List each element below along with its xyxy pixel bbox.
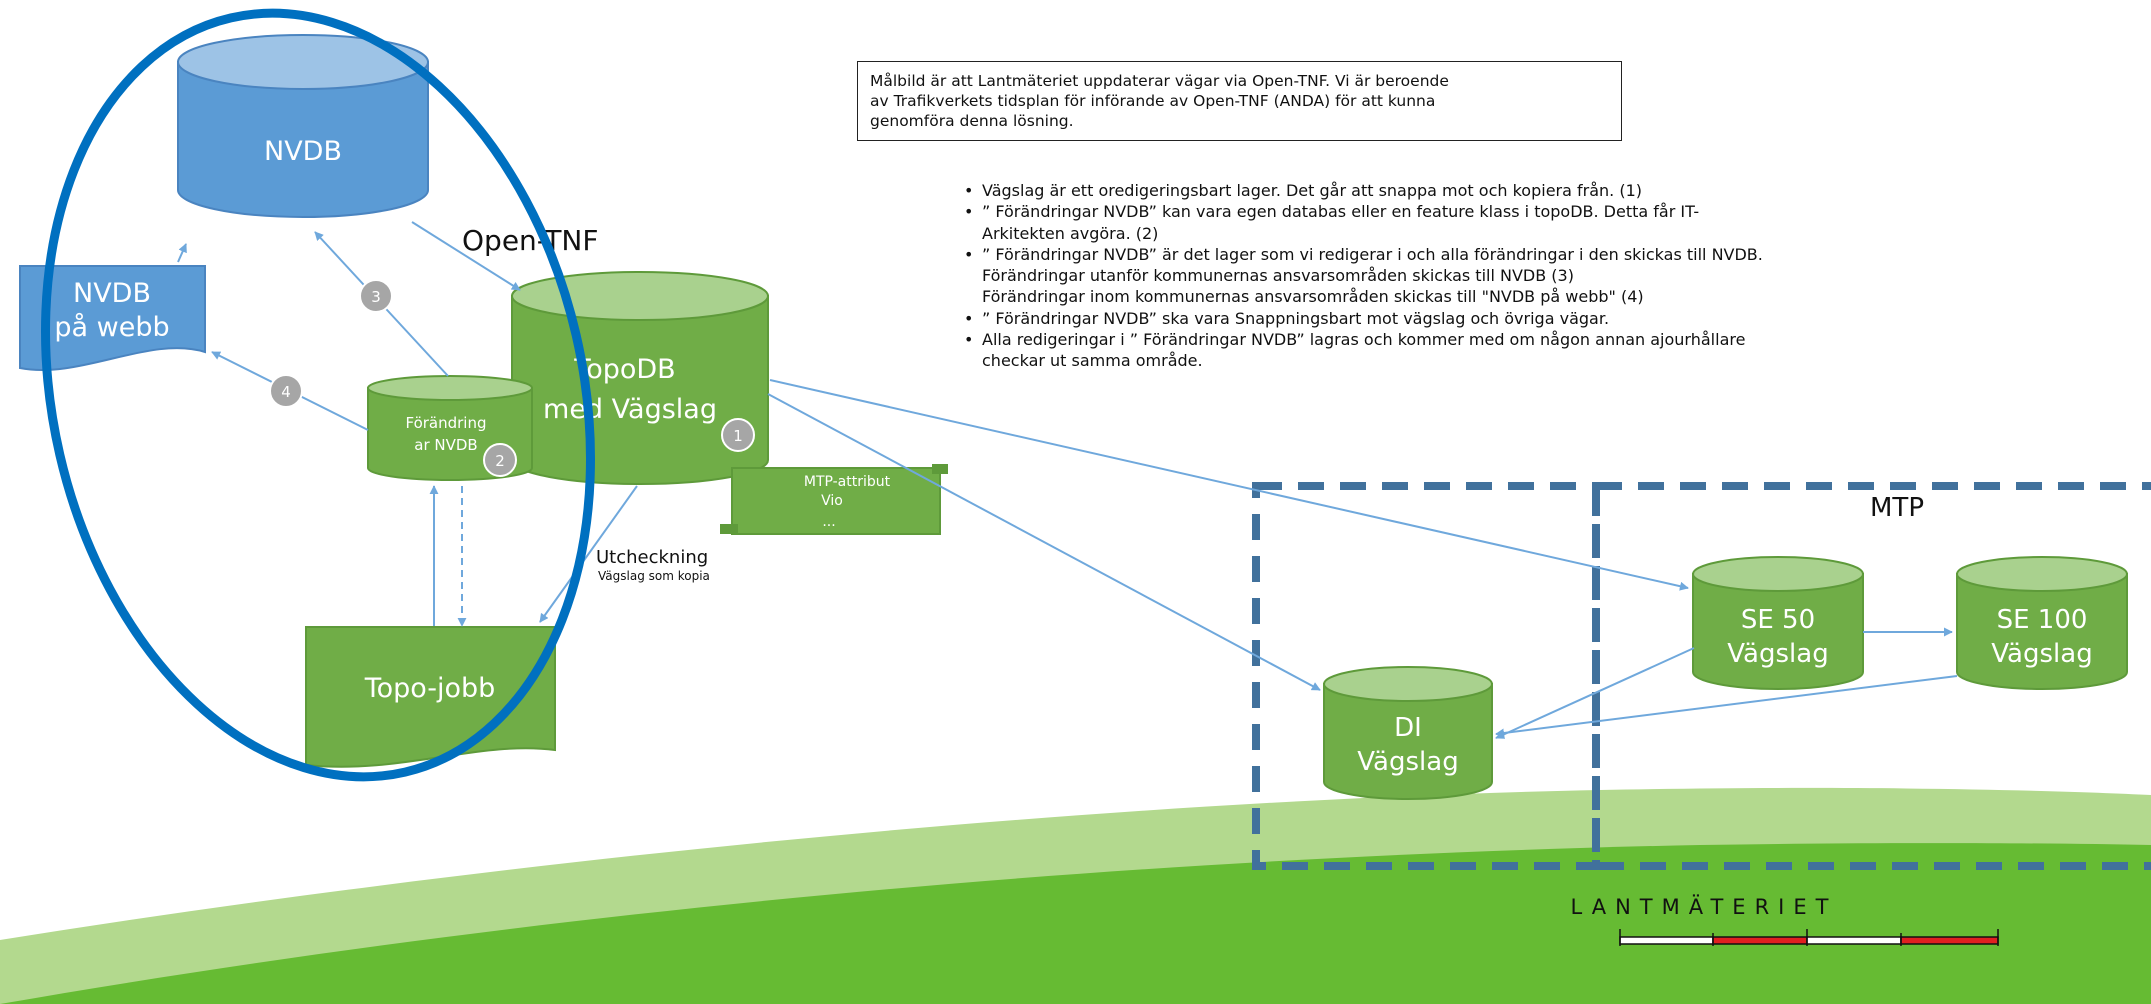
utcheckning-sub-label: Vägslag som kopia [598,569,710,583]
logo-scale-segment-4 [1900,936,1999,945]
arrow-topodb-to-di [767,393,1321,691]
connector-arrows [177,221,1958,739]
bullet-line: ” Förändringar NVDB” kan vara egen datab… [982,202,1700,222]
badge-2: 2 [483,443,517,477]
se50-label-line1: SE 50 [1741,605,1815,635]
notes-bullet-list: Vägslag är ett oredigeringsbart lager. D… [964,180,2118,372]
bullet-line: Alla redigeringar i ” Förändringar NVDB”… [982,330,1746,350]
se50-label-line2: Vägslag [1727,639,1828,669]
logo-scale-segment-2 [1712,936,1808,945]
nvdb-web-document: NVDB på webb [19,265,206,372]
topo-jobb-document: Topo-jobb [305,626,556,768]
bullet-line: checkar ut samma område. [982,351,1203,371]
bullet-item: ” Förändringar NVDB” är det lager som vi… [964,244,2118,308]
mtp-attribut-line3: ... [822,514,835,530]
arrow-se100-to-di [1495,675,1958,738]
se100-label-line2: Vägslag [1991,639,2092,669]
di-label-line1: DI [1394,713,1422,743]
nvdb-web-label-line1: NVDB [73,278,151,309]
se100-label-line1: SE 100 [1997,605,2088,635]
mtp-attribut-line1: MTP-attribut [804,474,891,490]
utcheckning-label: Utcheckning [596,547,708,568]
forandringar-label-line2: ar NVDB [414,436,477,454]
bullet-line: Arkitekten avgöra. (2) [982,223,1159,243]
bullet-item: Alla redigeringar i ” Förändringar NVDB”… [964,329,2118,372]
forandringar-label-line1: Förändring [405,414,486,432]
bullet-item: Vägslag är ett oredigeringsbart lager. D… [964,180,2118,202]
arrow-nvdb-to-topodb [411,221,521,291]
info-line-3: genomföra denna lösning. [870,112,1074,130]
bullet-line: ” Förändringar NVDB” är det lager som vi… [982,244,1763,264]
bullet-line: Förändringar utanför kommunernas ansvars… [982,266,1574,286]
badge-1-text: 1 [733,427,743,445]
badge-2-text: 2 [495,452,505,470]
info-line-2: av Trafikverkets tidsplan för införande … [870,92,1436,110]
se100-database: SE 100 Vägslag [1956,556,2128,690]
lantmateriet-logo: LANTMÄTERIET [1571,894,1999,946]
nvdb-database: NVDB [177,34,429,218]
open-tnf-label: Open-TNF [462,224,598,257]
topodb-database: TopoDB med Vägslag [511,271,769,485]
bullet-item: ” Förändringar NVDB” ska vara Snappnings… [964,308,2118,330]
di-label-line2: Vägslag [1357,747,1458,777]
arrow-topodb-to-se50 [769,379,1689,591]
logo-scale-segment-3 [1806,936,1902,945]
info-line-1: Målbild är att Lantmäteriet uppdaterar v… [870,72,1449,90]
nvdb-web-label-line2: på webb [54,312,169,343]
badge-4-text: 4 [281,383,291,401]
badge-1: 1 [721,418,755,452]
badge-3: 3 [359,279,393,313]
bullet-line: Vägslag är ett oredigeringsbart lager. D… [982,181,1642,200]
topodb-label-line1: TopoDB [573,354,675,385]
goal-info-box: Målbild är att Lantmäteriet uppdaterar v… [857,61,1622,141]
mtp-dashed-container [1592,482,2151,870]
logo-text: LANTMÄTERIET [1571,894,1838,919]
bullet-item: ” Förändringar NVDB” kan vara egen datab… [964,201,2118,244]
nvdb-label: NVDB [264,136,342,167]
forandringar-nvdb-database: Förändring ar NVDB [367,375,533,481]
mtp-attribut-scroll: MTP-attribut Vio ... [720,464,948,535]
topo-jobb-label: Topo-jobb [364,673,496,704]
highlight-ellipse [41,8,595,782]
logo-scale-segment-1 [1619,936,1714,945]
bullet-line: Förändringar inom kommunernas ansvarsomr… [982,287,1644,307]
mtp-label: MTP [1870,493,1924,523]
di-database: DI Vägslag [1323,666,1493,800]
arrow-web-to-nvdb [177,243,187,263]
bullet-line: ” Förändringar NVDB” ska vara Snappnings… [982,308,1610,328]
badge-3-text: 3 [371,288,381,306]
badge-4: 4 [269,374,303,408]
logo-scale-ticks [1619,929,1999,946]
mtp-attribut-line2: Vio [821,493,843,509]
arrow-topodb-to-topojobb [539,485,638,623]
arrow-se50-to-di [1495,647,1695,739]
topodb-label-line2: med Vägslag [543,394,717,425]
land-dark-band [0,843,2151,1004]
se50-database: SE 50 Vägslag [1692,556,1864,690]
